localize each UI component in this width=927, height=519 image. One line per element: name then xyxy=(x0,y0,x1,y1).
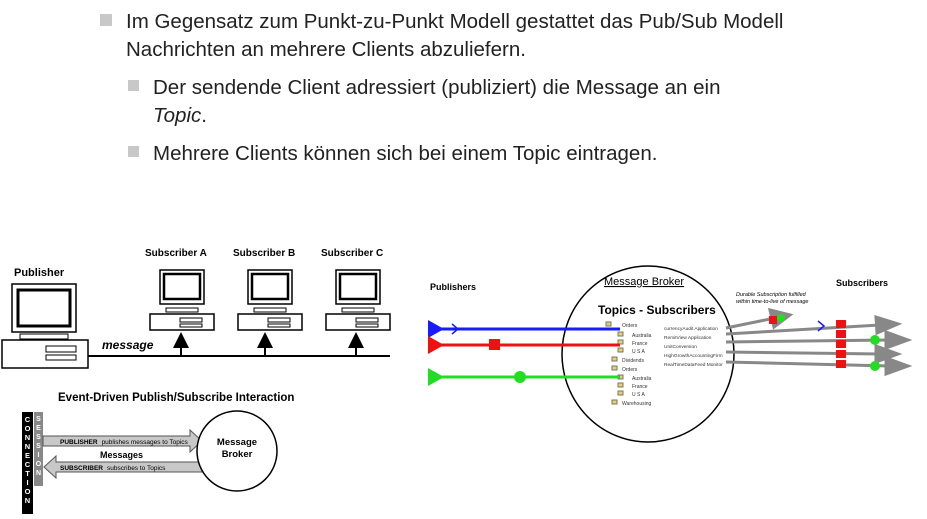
svg-text:I: I xyxy=(26,478,28,487)
broker-line2: Broker xyxy=(222,449,253,460)
svg-text:Australia: Australia xyxy=(632,376,652,382)
svg-text:T: T xyxy=(25,469,30,478)
svg-text:UnitConversion: UnitConversion xyxy=(664,344,697,350)
svg-text:C: C xyxy=(25,460,31,469)
subscriber-arrow xyxy=(43,454,203,480)
svg-text:RealTimeDataFeed Monitor: RealTimeDataFeed Monitor xyxy=(664,362,723,368)
messages-label: Messages xyxy=(100,450,143,460)
publisher-label: Publisher xyxy=(14,267,65,279)
subscriber-c-computer-icon xyxy=(324,268,392,332)
publisher-computer-icon xyxy=(1,283,89,369)
bullet-square-icon xyxy=(128,80,139,91)
svg-text:France: France xyxy=(632,341,648,347)
svg-text:N: N xyxy=(25,433,30,442)
subscriber-a-label: Subscriber A xyxy=(145,248,207,259)
svg-text:O: O xyxy=(25,487,31,496)
subscriber-a-computer-icon xyxy=(148,268,216,332)
broker-line1: Message xyxy=(217,437,257,448)
svg-text:C: C xyxy=(25,415,31,424)
subscriber-c-label: Subscriber C xyxy=(321,248,383,259)
green-publisher-arrow xyxy=(428,368,444,386)
green-message-dot xyxy=(514,371,526,383)
bullet-square-icon xyxy=(128,146,139,157)
svg-text:O: O xyxy=(36,461,42,468)
bullet-sub-1: Der sendende Client adressiert (publizie… xyxy=(128,74,888,130)
bullet-sub-1-text: Der sendende Client adressiert (publizie… xyxy=(153,76,721,127)
subscriber-b-computer-icon xyxy=(236,268,304,332)
svg-text:S: S xyxy=(36,443,41,450)
subscribers-label: Subscribers xyxy=(836,278,888,288)
svg-text:currencyAudit Application: currencyAudit Application xyxy=(664,326,718,332)
svg-text:E: E xyxy=(36,425,41,432)
svg-text:E: E xyxy=(25,451,30,460)
svg-text:S: S xyxy=(36,434,41,441)
durable-note-line1: Durable Subscription fulfilled xyxy=(736,292,807,298)
svg-text:Orders: Orders xyxy=(622,367,638,373)
bullet-square-icon xyxy=(100,14,112,26)
publishers-label: Publishers xyxy=(430,282,476,292)
session-bar xyxy=(34,412,43,486)
bullet-sub-2-text: Mehrere Clients können sich bei einem To… xyxy=(153,142,658,165)
svg-text:N: N xyxy=(36,470,41,477)
bullet-main-text: Im Gegensatz zum Punkt-zu-Punkt Modell g… xyxy=(126,10,784,61)
broker-oval xyxy=(561,265,735,443)
svg-text:RemitView Application: RemitView Application xyxy=(664,335,712,341)
broker-title: Message Broker xyxy=(604,276,684,288)
svg-text:Australia: Australia xyxy=(632,333,652,339)
red-publisher-arrow xyxy=(428,336,444,354)
svg-text:Dividends: Dividends xyxy=(622,358,644,364)
bullet-sub-2: Mehrere Clients können sich bei einem To… xyxy=(128,140,888,168)
subscriber-b-label: Subscriber B xyxy=(233,248,295,259)
connection-bar xyxy=(22,412,33,514)
gray-subscriber-arrows xyxy=(725,307,913,377)
red-subscriber-markers xyxy=(769,316,846,368)
svg-text:O: O xyxy=(25,424,31,433)
svg-text:U S A: U S A xyxy=(632,349,645,355)
svg-text:I: I xyxy=(38,452,40,459)
svg-text:Orders: Orders xyxy=(622,323,638,329)
blue-publisher-arrow xyxy=(428,320,444,338)
session-letters: S E S S I O N xyxy=(36,416,42,477)
message-broker-circle xyxy=(196,410,278,492)
svg-text:S: S xyxy=(36,416,41,423)
topic-tree: Orders Australia France U S A Dividends … xyxy=(605,321,652,407)
bullet-main: Im Gegensatz zum Punkt-zu-Punkt Modell g… xyxy=(100,8,860,64)
interaction-title: Event-Driven Publish/Subscribe Interacti… xyxy=(58,392,294,404)
svg-text:N: N xyxy=(25,442,30,451)
publisher-arrow xyxy=(42,428,203,454)
svg-text:HighGrowthAccountingFirm: HighGrowthAccountingFirm xyxy=(664,353,723,359)
svg-text:Warehousing: Warehousing xyxy=(622,401,651,407)
red-message-square xyxy=(489,339,500,350)
message-label: message xyxy=(102,338,154,352)
svg-text:U S A: U S A xyxy=(632,392,645,398)
green-subscriber-dots xyxy=(777,314,880,371)
svg-text:France: France xyxy=(632,384,648,390)
svg-text:N: N xyxy=(25,496,30,505)
connection-letters: C O N N E C T I O N xyxy=(25,415,31,505)
topics-header: Topics - Subscribers xyxy=(598,303,716,317)
subscriber-list: currencyAudit Application RemitView Appl… xyxy=(664,326,723,368)
durable-note-line2: within time-to-live of message xyxy=(736,299,808,305)
